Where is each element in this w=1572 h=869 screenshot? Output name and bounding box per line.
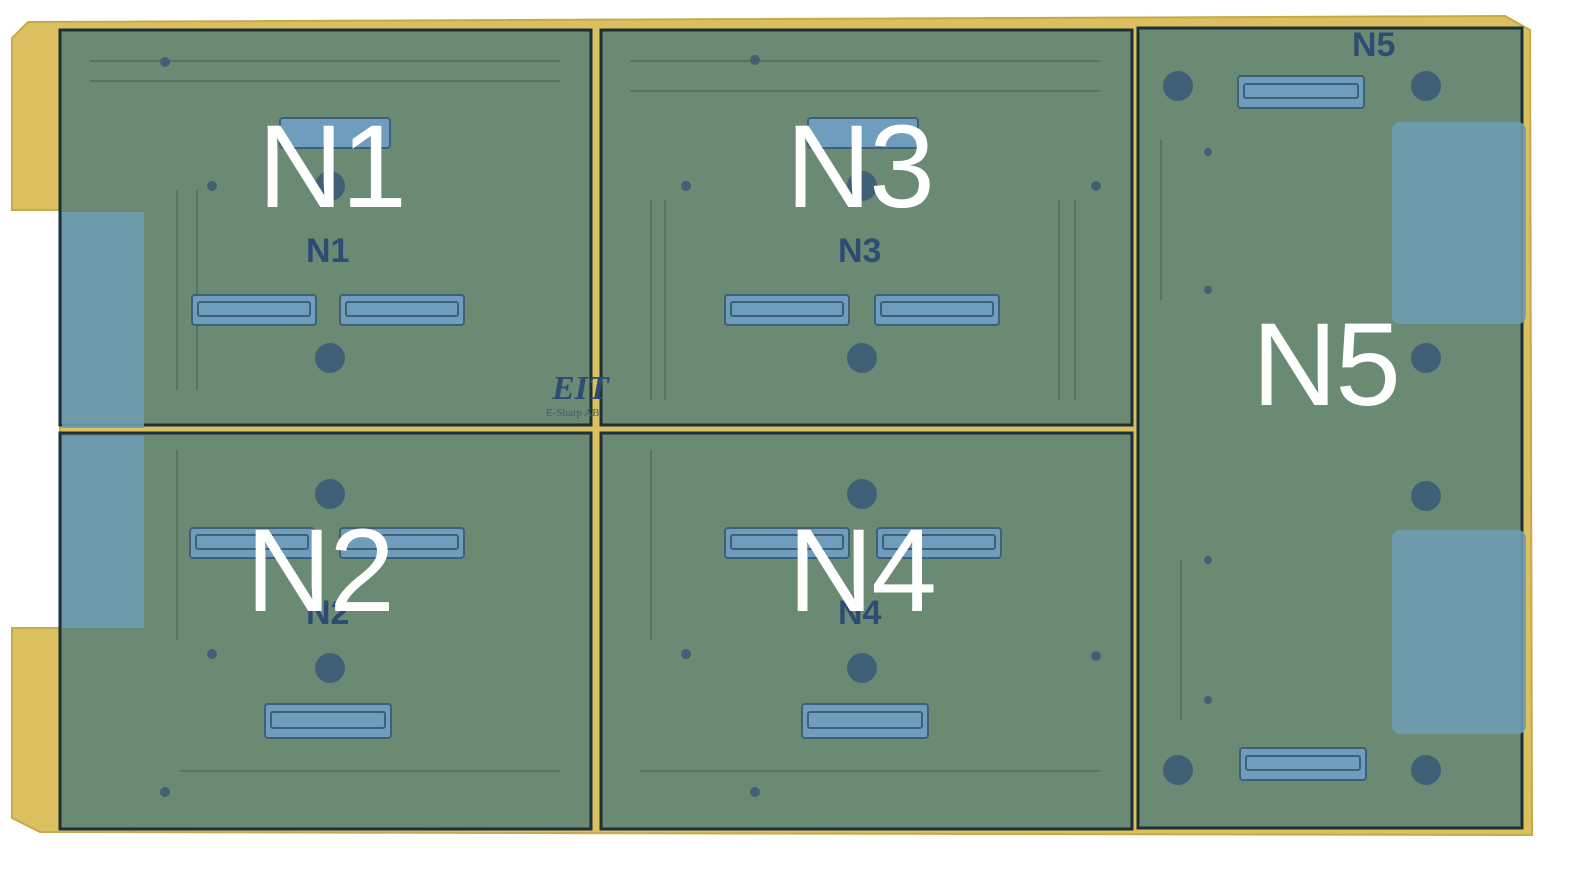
connector-n1-top xyxy=(279,117,391,149)
mount-hole xyxy=(1411,481,1441,511)
connector-n3-top xyxy=(807,117,919,149)
mount-hole xyxy=(1163,71,1193,101)
mount-hole xyxy=(315,171,345,201)
connector-slots xyxy=(195,83,1361,771)
mount-hole xyxy=(315,653,345,683)
connector-n5-bottom xyxy=(1239,747,1367,781)
connector-n4-bottom xyxy=(801,703,929,739)
connector-n1-right xyxy=(339,294,465,326)
connector-n2-bottom xyxy=(264,703,392,739)
region-label-n3: N3 xyxy=(786,101,935,233)
mount-hole xyxy=(315,343,345,373)
region-label-n2: N2 xyxy=(246,505,395,637)
silkscreen-label-n3: N3 xyxy=(838,232,882,270)
mount-hole xyxy=(847,343,877,373)
silkscreen-label-n1: N1 xyxy=(306,232,350,270)
region-label-n4: N4 xyxy=(788,505,937,637)
mount-hole xyxy=(847,653,877,683)
connector-n3-left xyxy=(724,294,850,326)
vias xyxy=(160,55,1212,797)
cutout-left-lower xyxy=(62,436,144,628)
trace-pattern xyxy=(90,60,1182,772)
connector-n3-right xyxy=(874,294,1000,326)
silkscreen-label-n2: N2 xyxy=(306,594,350,632)
mount-hole xyxy=(1163,755,1193,785)
mount-hole xyxy=(1411,755,1441,785)
cutout-left-upper xyxy=(62,212,144,428)
eit-logo: EIT xyxy=(552,370,609,407)
mount-hole xyxy=(847,171,877,201)
silkscreen-label-n5: N5 xyxy=(1352,26,1396,64)
cutout-right-upper xyxy=(1392,122,1526,324)
connector-n5-top xyxy=(1237,75,1365,109)
silkscreen-label-n4: N4 xyxy=(838,594,882,632)
connector-n1-left xyxy=(191,294,317,326)
region-label-n1: N1 xyxy=(258,101,407,233)
region-label-n5: N5 xyxy=(1252,299,1401,431)
mount-hole xyxy=(1411,71,1441,101)
mount-hole xyxy=(847,479,877,509)
mount-hole xyxy=(1411,343,1441,373)
cutout-right-lower xyxy=(1392,530,1526,734)
mounting-holes xyxy=(315,71,1441,785)
mount-hole xyxy=(315,479,345,509)
eit-logo-subtitle: E-Sharp AB xyxy=(546,407,600,419)
